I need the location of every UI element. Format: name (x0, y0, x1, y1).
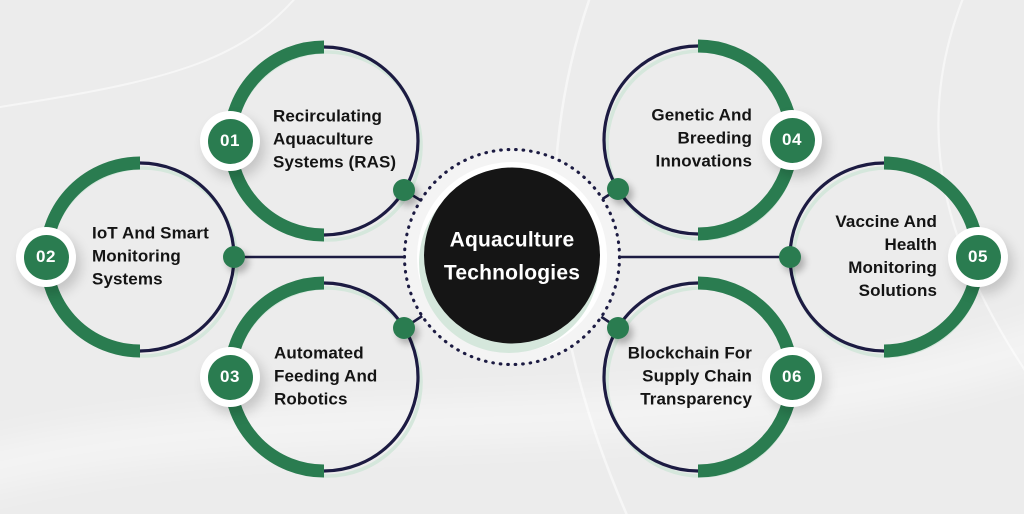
badge-number: 04 (781, 130, 803, 149)
node-02-label: IoT And Smart Monitoring Systems (92, 223, 209, 292)
node-05-dot (779, 246, 801, 268)
node-06-number: 06 (769, 354, 815, 400)
label-line: Genetic And (651, 105, 752, 125)
label-line: Monitoring (92, 246, 181, 266)
node-03-badge: 03 (200, 347, 260, 407)
label-line: Monitoring (848, 258, 937, 277)
label-line: Transparency (640, 389, 752, 409)
node-02-badge: 02 (16, 227, 76, 287)
node-04-badge: 04 (762, 110, 822, 170)
center-title: Aquaculture Technologies (444, 224, 580, 289)
center-title-line: Technologies (443, 261, 581, 284)
node-03-dot (393, 317, 415, 339)
label-line: Breeding (677, 128, 752, 148)
node-05-number: 05 (955, 234, 1001, 280)
node-05-label: Vaccine And Health Monitoring Solutions (835, 211, 937, 303)
label-line: Health (884, 235, 937, 255)
center-hub (402, 147, 622, 367)
node-01-dot (393, 179, 415, 201)
label-line: Solutions (858, 280, 937, 300)
label-line: Feeding And (274, 366, 378, 386)
node-06-dot (607, 317, 629, 339)
label-line: Systems (92, 269, 163, 289)
badge-number: 01 (219, 131, 241, 150)
label-line: Blockchain For (627, 343, 752, 363)
badge-number: 02 (35, 247, 57, 266)
badge-number: 06 (781, 367, 803, 386)
node-06-label: Blockchain For Supply Chain Transparency (628, 343, 752, 412)
label-line: Robotics (274, 389, 348, 409)
badge-number: 03 (219, 367, 241, 386)
node-01-label: Recirculating Aquaculture Systems (RAS) (273, 106, 396, 175)
label-line: Vaccine And (835, 212, 937, 232)
node-03-label: Automated Feeding And Robotics (274, 343, 377, 412)
node-05-badge: 05 (948, 227, 1008, 287)
label-line: Innovations (655, 151, 752, 171)
badge-number: 05 (967, 247, 989, 266)
label-line: IoT And Smart (92, 223, 209, 243)
swirl-streak (0, 324, 1024, 489)
label-line: Supply Chain (642, 366, 752, 386)
node-04-number: 04 (769, 117, 815, 163)
hub-black-circle (424, 167, 600, 344)
center-title-line: Aquaculture (449, 228, 575, 252)
swirl-line (0, 0, 295, 108)
node-01-badge: 01 (200, 111, 260, 171)
label-line: Automated (274, 343, 364, 363)
node-02-dot (223, 246, 245, 268)
label-line: Aquaculture (273, 129, 374, 149)
node-04-dot (607, 178, 629, 200)
label-line: Recirculating (273, 106, 382, 126)
node-03-number: 03 (207, 354, 253, 400)
node-04-label: Genetic And Breeding Innovations (651, 105, 752, 174)
label-line: Systems (RAS) (273, 152, 397, 172)
node-06-badge: 06 (762, 347, 822, 407)
node-01-number: 01 (207, 118, 253, 164)
node-02-number: 02 (23, 234, 69, 280)
